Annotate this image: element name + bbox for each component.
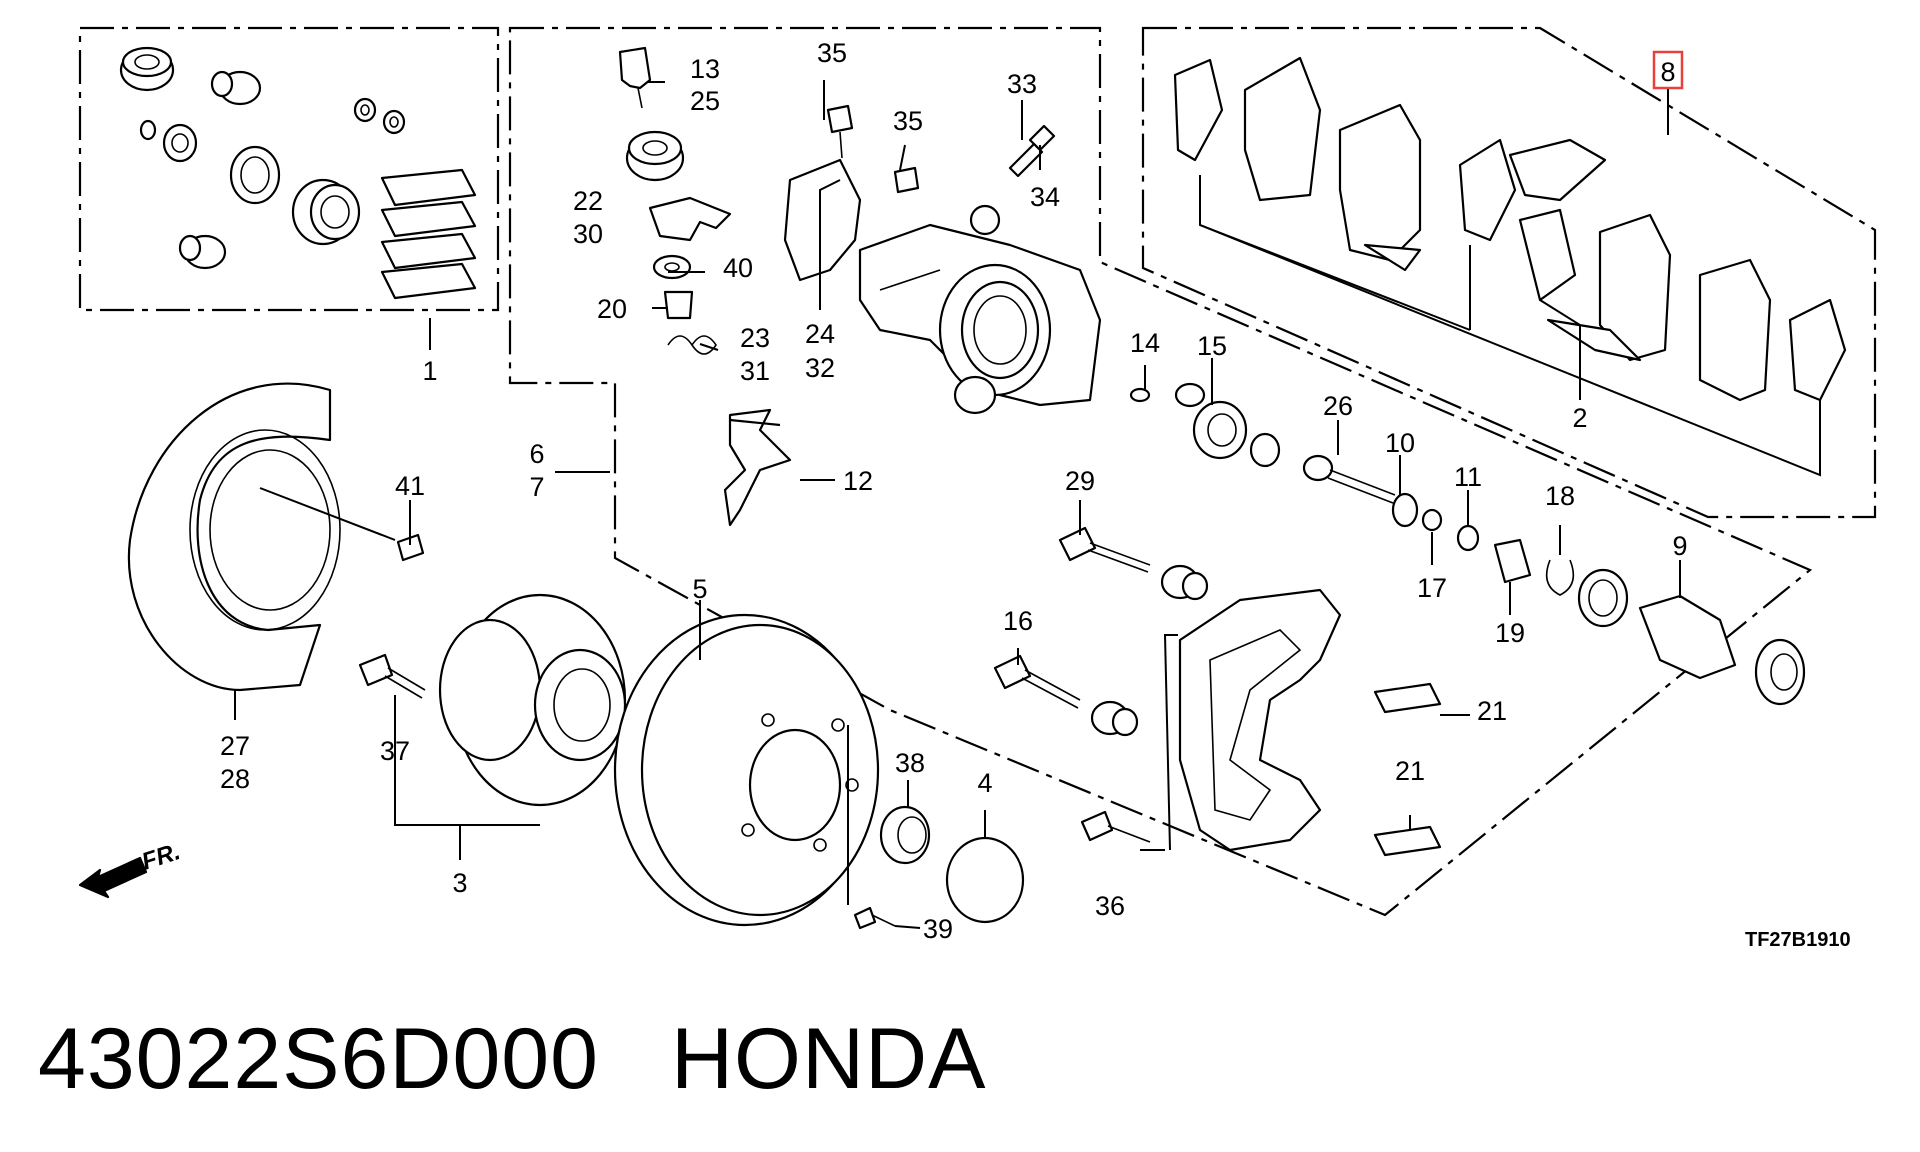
callout-15: 15 [1197, 331, 1227, 361]
caliper-box-hardware [723, 382, 1806, 857]
callout-37: 37 [380, 736, 410, 766]
callout-13: 13 [690, 54, 720, 84]
callout-24: 24 [805, 319, 835, 349]
callout-30: 30 [573, 219, 603, 249]
callout-6: 6 [529, 439, 544, 469]
direction-label: FR. [139, 838, 184, 876]
footer: 43022S6D000 HONDA [38, 1010, 1059, 1109]
callout-26: 26 [1323, 391, 1353, 421]
callout-28: 28 [220, 764, 250, 794]
callout-17: 17 [1417, 573, 1447, 603]
callout-32: 32 [805, 353, 835, 383]
hub-nuts [396, 533, 1025, 930]
brand: HONDA [670, 1011, 987, 1107]
callout-14: 14 [1130, 328, 1160, 358]
callout-19: 19 [1495, 618, 1525, 648]
callout-29: 29 [1065, 466, 1095, 496]
brake-rotor [613, 613, 880, 927]
callout-9: 9 [1672, 531, 1687, 561]
callout-31: 31 [740, 356, 770, 386]
callout-34: 34 [1030, 182, 1060, 212]
highlight-box [1652, 50, 1684, 90]
callout-35b: 35 [893, 106, 923, 136]
splash-shield [127, 382, 341, 692]
callout-36: 36 [1095, 891, 1125, 921]
callout-21b: 21 [1395, 756, 1425, 786]
callout-12: 12 [843, 466, 873, 496]
callout-21a: 21 [1477, 696, 1507, 726]
front-direction-arrow: FR. [78, 838, 184, 899]
seal-kit-parts [119, 46, 477, 300]
callout-25: 25 [690, 86, 720, 116]
leader-lines [234, 80, 1821, 929]
callout-11: 11 [1454, 462, 1482, 492]
callout-35a: 35 [817, 38, 847, 68]
drawing-code: TF27B1910 [1745, 929, 1851, 951]
part-number: 43022S6D000 [38, 1011, 599, 1107]
callout-27: 27 [220, 731, 250, 761]
callout-33: 33 [1007, 69, 1037, 99]
caliper-bracket [1178, 588, 1342, 852]
callout-8: 8 [1660, 57, 1675, 87]
callout-7: 7 [529, 472, 544, 502]
caliper-small-parts [618, 46, 1056, 355]
callout-4: 4 [977, 768, 992, 798]
callout-41: 41 [395, 471, 425, 501]
caliper-body [783, 158, 1102, 415]
group-box-caliper [508, 26, 1813, 917]
brake-pad-parts [1173, 56, 1847, 402]
callout-18: 18 [1545, 481, 1575, 511]
callout-2: 2 [1572, 403, 1587, 433]
callout-1: 1 [422, 356, 437, 386]
callout-10: 10 [1385, 428, 1415, 458]
hub-bearing [358, 593, 627, 807]
callout-20: 20 [597, 294, 627, 324]
callout-22: 22 [573, 186, 603, 216]
group-box-8 [1141, 26, 1877, 519]
callout-16: 16 [1003, 606, 1033, 636]
callout-39: 39 [923, 914, 953, 944]
callout-3: 3 [452, 868, 467, 898]
callout-38: 38 [895, 748, 925, 778]
callout-23: 23 [740, 323, 770, 353]
callout-40: 40 [723, 253, 753, 283]
callout-5: 5 [692, 574, 707, 604]
callout-labels: 1 2 3 4 5 6 7 8 9 10 11 12 13 14 15 16 1… [220, 38, 1688, 944]
group-box-1 [78, 26, 500, 312]
